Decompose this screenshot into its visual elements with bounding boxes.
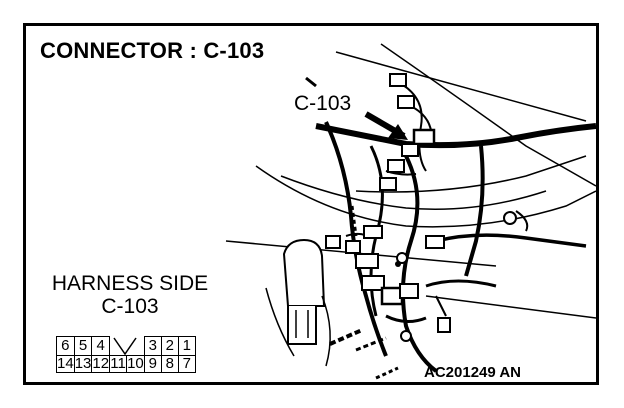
pin-cell: 1 <box>177 336 196 356</box>
pin-cell: 9 <box>143 354 162 373</box>
connector-key-notch <box>110 337 145 356</box>
pin-cell: 5 <box>73 336 93 356</box>
pin-row-bottom: 14 13 12 11 10 9 8 7 <box>56 354 196 373</box>
harness-side-heading: HARNESS SIDE C-103 <box>32 272 228 318</box>
pin-cell: 4 <box>91 336 111 356</box>
harness-connector-id: C-103 <box>101 295 159 318</box>
vehicle-harness-illustration <box>225 43 596 380</box>
connector-pin-grid: 6 5 4 3 2 1 14 13 12 11 10 9 8 7 <box>56 336 196 373</box>
pin-cell: 11 <box>109 354 128 373</box>
pin-cell: 10 <box>126 354 145 373</box>
pin-cell: 2 <box>160 336 179 356</box>
harness-side-label: HARNESS SIDE <box>51 272 209 295</box>
connector-callout-label: C-103 <box>292 92 354 116</box>
pin-cell: 14 <box>56 354 75 373</box>
pin-cell: 13 <box>73 354 93 373</box>
diagram-frame: CONNECTOR : C-103 C-103 HARNESS SIDE C-1… <box>23 23 599 385</box>
key-notch-icon <box>113 337 137 355</box>
pin-cell: 7 <box>177 354 196 373</box>
connector-title: CONNECTOR : C-103 <box>40 38 265 63</box>
pin-cell: 12 <box>91 354 111 373</box>
pin-row-top: 6 5 4 3 2 1 <box>56 336 196 356</box>
figure-reference-code: AC201249 AN <box>424 364 521 381</box>
pin-cell: 3 <box>143 336 162 356</box>
pin-cell: 6 <box>56 336 75 356</box>
pin-cell: 8 <box>160 354 179 373</box>
